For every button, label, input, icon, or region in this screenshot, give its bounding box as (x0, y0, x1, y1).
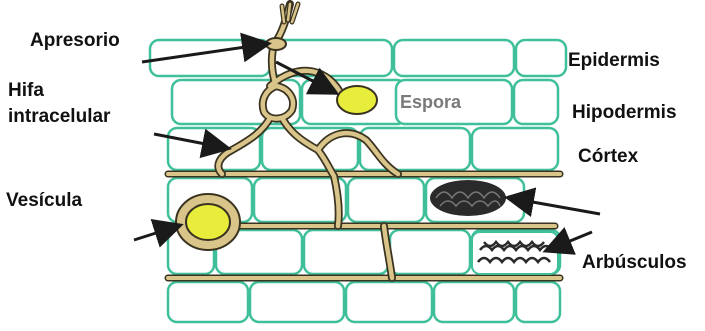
apresorio-structure (266, 38, 286, 50)
hifa-label-line2: intracelular (8, 106, 111, 127)
arbuscule-branched (472, 232, 558, 274)
apresorio-label: Apresorio (30, 30, 120, 51)
cortex-layer-4 (168, 282, 560, 322)
vesicle (176, 194, 240, 250)
hipodermis-label: Hipodermis (572, 102, 677, 123)
arbusculos-label: Arbúsculos (582, 252, 687, 273)
hifa-label-line1: Hifa (8, 80, 44, 101)
epidermis-layer (150, 40, 566, 76)
epidermis-label: Epidermis (568, 50, 660, 71)
arbuscule-dark (430, 180, 506, 216)
espora-label: Espora (400, 92, 462, 112)
cortex-label: Córtex (578, 146, 639, 167)
vesicula-label: Vesícula (6, 190, 82, 211)
spore (337, 86, 377, 114)
